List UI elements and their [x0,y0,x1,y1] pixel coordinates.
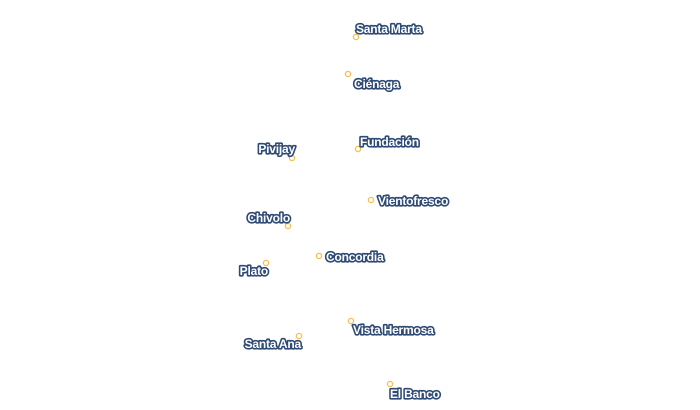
place-label-concordia[interactable]: Concordia [324,248,385,265]
place-marker-vientofresco[interactable] [367,196,375,204]
place-concordia[interactable]: Concordia [315,248,386,266]
place-marker-pivijay[interactable] [288,154,296,162]
place-label-el-banco[interactable]: El Banco [388,385,441,402]
place-marker-santa-ana[interactable] [295,332,303,340]
place-label-plato[interactable]: Plato [238,262,270,279]
place-marker-fundacion[interactable] [354,145,362,153]
place-label-vista-hermosa[interactable]: Vista Hermosa [351,321,435,338]
place-plato[interactable]: Plato [238,259,270,280]
place-label-fundacion[interactable]: Fundación [358,133,420,150]
place-marker-chivolo[interactable] [284,222,292,230]
place-marker-el-banco[interactable] [386,380,394,388]
place-label-santa-ana[interactable]: Santa Ana [243,335,303,352]
place-vista-hermosa[interactable]: Vista Hermosa [347,317,436,339]
place-chivolo[interactable]: Chivolo [246,209,292,230]
place-marker-concordia[interactable] [315,252,323,260]
place-label-pivijay[interactable]: Pivijay [257,140,298,157]
place-santa-marta[interactable]: Santa Marta [352,20,424,41]
place-label-cienaga[interactable]: Ciénaga [352,75,401,92]
place-pivijay[interactable]: Pivijay [257,140,298,162]
place-marker-cienaga[interactable] [344,70,352,78]
place-vientofresco[interactable]: Vientofresco [367,192,450,210]
place-fundacion[interactable]: Fundación [354,133,421,153]
place-cienaga[interactable]: Ciénaga [344,70,402,93]
place-marker-plato[interactable] [262,259,270,267]
place-label-santa-marta[interactable]: Santa Marta [354,20,424,37]
place-marker-santa-marta[interactable] [352,33,360,41]
place-el-banco[interactable]: El Banco [386,380,442,403]
place-marker-vista-hermosa[interactable] [347,317,355,325]
place-label-chivolo[interactable]: Chivolo [246,209,292,226]
place-label-vientofresco[interactable]: Vientofresco [376,192,449,209]
place-santa-ana[interactable]: Santa Ana [243,332,303,353]
